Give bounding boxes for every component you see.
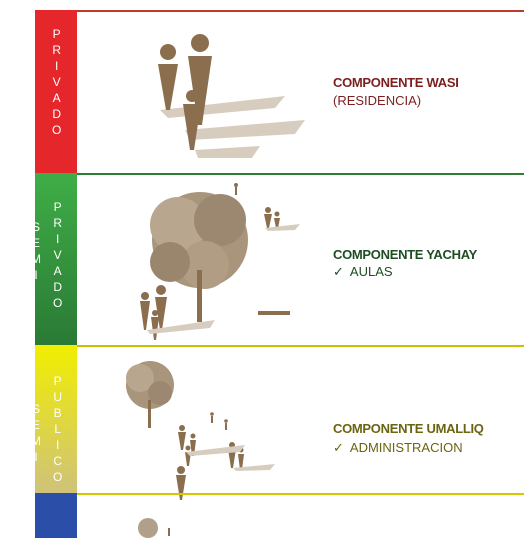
row-privado bbox=[35, 10, 524, 173]
shadow-shape bbox=[265, 224, 300, 231]
person-figure-icon bbox=[168, 528, 170, 536]
check-icon: ✓ bbox=[333, 440, 344, 455]
tree-icon bbox=[126, 361, 174, 428]
ground-bar bbox=[258, 311, 290, 315]
subtitle-wasi: (RESIDENCIA) bbox=[333, 93, 422, 108]
person-figure-icon bbox=[158, 64, 178, 110]
title-wasi: COMPONENTE WASI bbox=[333, 75, 459, 90]
subtitle-yachay-text: AULAS bbox=[349, 264, 393, 279]
person-figure-icon bbox=[160, 44, 176, 60]
person-figure-icon bbox=[140, 183, 280, 340]
row-divider bbox=[77, 10, 524, 12]
person-figure-icon bbox=[183, 104, 201, 150]
shadow-shape bbox=[186, 445, 245, 456]
row-divider bbox=[77, 173, 524, 175]
shadow-shape bbox=[185, 120, 305, 140]
row-divider bbox=[77, 493, 524, 495]
subtitle-yachay: ✓ AULAS bbox=[333, 264, 393, 280]
shadow-shape bbox=[147, 320, 215, 334]
shadow-shape bbox=[195, 146, 260, 158]
person-figure-icon bbox=[176, 412, 244, 500]
tree-icon bbox=[138, 518, 158, 538]
check-icon: ✓ bbox=[333, 264, 344, 279]
person-figure-icon bbox=[186, 90, 198, 102]
tree-icon bbox=[150, 192, 248, 322]
subtitle-umalliq-text: ADMINISTRACION bbox=[349, 440, 463, 455]
person-figure-icon bbox=[191, 34, 209, 52]
subtitle-umalliq: ✓ ADMINISTRACION bbox=[333, 440, 463, 456]
row-divider bbox=[77, 345, 524, 347]
title-yachay: COMPONENTE YACHAY bbox=[333, 247, 477, 262]
shadow-shape bbox=[233, 464, 275, 471]
band-publico bbox=[35, 493, 77, 538]
person-figure-icon bbox=[188, 56, 212, 125]
title-umalliq: COMPONENTE UMALLIQ bbox=[333, 421, 484, 436]
